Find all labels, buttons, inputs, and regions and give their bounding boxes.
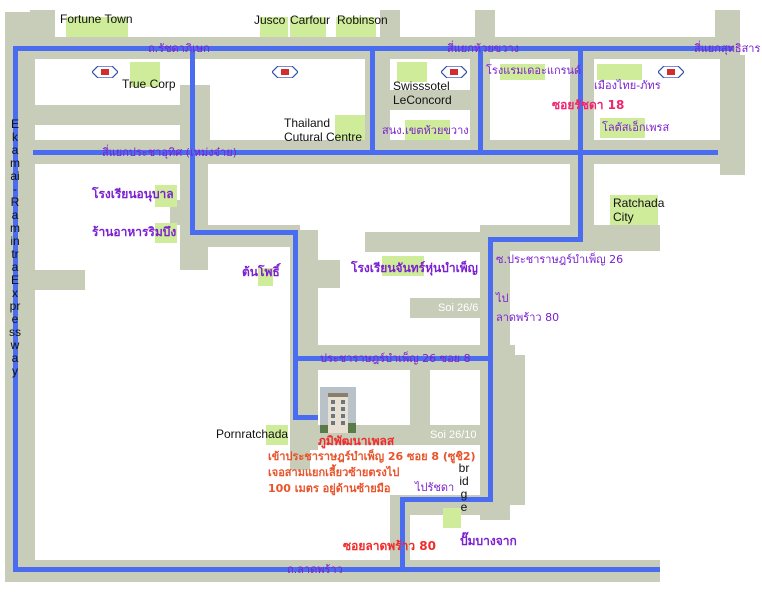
route-inner-down [293, 230, 298, 420]
route-inner-turn [190, 230, 295, 235]
label-chandra-school: โรงเรียนจันทร์หุ่นบำเพ็ญ [351, 261, 478, 275]
label-robinson: Robinson [337, 13, 388, 27]
label-ptt-station: ปั๊มบางจาก [460, 534, 517, 548]
landmark-box-grand [500, 64, 545, 80]
mrt-station-icon [658, 66, 684, 78]
label-lotus-express: โลตัสเอ็กเพรส [602, 121, 670, 134]
mrt-station-icon [272, 66, 298, 78]
label-swissotel: Swisssotel [393, 79, 450, 93]
label-lat-phrao-road: ถ.ลาดพร้าว [287, 563, 343, 576]
landmark-box-kindergarten [155, 185, 177, 207]
road-soi-26-10-right [290, 440, 310, 470]
landmark-box-district-office [405, 120, 450, 140]
label-soi-lat-phrao-80: ซอยลาดพร้าว 80 [343, 539, 436, 553]
label-true-corp: True Corp [122, 77, 176, 91]
route-top-center [370, 46, 375, 151]
route-bottom [13, 567, 660, 572]
road-soi-26-6-left [300, 260, 340, 288]
label-direction-line-1: เข้าประชาราษฎร์บำเพ็ญ 26 ซอย 8 (ซูชิ2) [268, 450, 476, 463]
landmark-box-robinson [336, 17, 376, 37]
label-city: City [613, 210, 634, 224]
road-soi-8-right [410, 370, 430, 425]
route-ratchada [578, 46, 583, 241]
label-ratchada: Ratchada [613, 196, 665, 210]
label-cultural-centre: Cutural Centre [284, 130, 363, 144]
label-rachadaphisek: ถ.รัชดาภิเษก [148, 42, 210, 55]
road-right-inner [720, 55, 745, 175]
label-jusco: Jusco [254, 13, 286, 27]
label-pracha-uthit: สี่แยกประชาอุทิศ (เหม่งจ๋าย) [102, 146, 237, 159]
label-grand-hotel: โรงแรมเดอะแกรนด์ [486, 64, 582, 77]
mrt-station-icon [92, 66, 118, 78]
landmark-box-ton-pho [258, 268, 273, 286]
label-mueang-thai-phatra: เมืองไทย-ภัทร [594, 79, 661, 92]
label-kindergarten: โรงเรียนอนุบาล [92, 187, 174, 201]
landmark-box-swissotel [397, 62, 427, 82]
route-bridge-lower [400, 497, 493, 502]
label-soi-26-6: Soi 26/6 [438, 302, 479, 314]
landmark-box-cultural [335, 115, 365, 140]
road-top-inner-5 [380, 90, 480, 110]
landmark-box-jusco [260, 17, 288, 37]
landmark-box-fortune-town [66, 17, 128, 37]
road-soi-26-branch [365, 232, 495, 252]
label-direction-line-2: เจอสามแยกเลี้ยวซ้ายตรงไป [268, 466, 400, 479]
label-pracharat-26-soi-8: ประชาราษฎร์บำเพ็ญ 26 ซอย 8 [320, 352, 471, 365]
label-to: ไป [496, 292, 509, 305]
label-district-office: สนง.เขตห้วยขวาง [382, 124, 469, 137]
route-top-left [190, 46, 195, 136]
road-top-inner-4 [25, 105, 190, 125]
phumipat-place-building-photo [320, 387, 356, 433]
label-pornratchada: Pornratchada [216, 427, 289, 441]
road-inner-horizontal [190, 225, 300, 247]
road-top-stub-3 [475, 10, 495, 42]
label-leconcord: LeConcord [393, 93, 452, 107]
route-ratchada-turn [488, 237, 583, 242]
landmark-box-true-corp [130, 62, 160, 87]
label-soi-26-10: Soi 26/10 [430, 429, 477, 441]
road-top-stub-1 [30, 10, 55, 42]
landmark-box-ptt [443, 508, 461, 528]
label-to-ratchada: ไปรัชดา [415, 481, 455, 494]
label-expressway: Ekamai-Ramintra Expressway [9, 117, 21, 378]
route-ratchada-lower [488, 237, 493, 502]
label-pracharat-soi-26: ซ.ประชาราษฎร์บำเพ็ญ 26 [496, 253, 624, 266]
route-inner-left [190, 135, 195, 235]
road-lower-right [505, 355, 525, 505]
road-soi-26-6 [410, 298, 490, 318]
landmark-box-ratchada-city [610, 195, 658, 225]
route-soi-80 [400, 497, 405, 572]
route-expressway [13, 46, 18, 572]
route-soi-8 [293, 356, 493, 361]
road-top-stub-2 [380, 10, 400, 42]
road-left-lower [25, 270, 85, 290]
mrt-station-icon [441, 66, 467, 78]
landmark-box-mueang-thai [597, 64, 642, 80]
label-restaurant: ร้านอาหารริมบึง [92, 225, 177, 239]
landmark-box-carfour [290, 17, 326, 37]
landmark-box-restaurant [155, 223, 177, 243]
landmark-box-chandra-school [382, 256, 424, 276]
label-fortune-town: Fortune Town [60, 12, 133, 26]
label-ton-pho: ต้นโพธิ์ [242, 265, 280, 279]
label-thailand: Thailand [284, 116, 331, 130]
route-pracha-uthit [33, 150, 718, 155]
label-bridge: bridge [458, 461, 470, 514]
landmark-box-lotus [600, 118, 645, 138]
label-carfour: Carfour [290, 13, 331, 27]
label-lat-phrao-80: ลาดพร้าว 80 [496, 311, 560, 324]
label-sutthisan-intersection: สี่แยกสุทธิสาร [694, 42, 761, 55]
label-phumipat-place: ภูมิพัฒนาเพลส [318, 434, 395, 448]
label-direction-line-3: 100 เมตร อยู่ด้านซ้ายมือ [268, 482, 391, 495]
route-top-right [478, 46, 483, 151]
label-ratchada-soi-18: ซอยรัชดา 18 [552, 98, 625, 112]
label-huai-khwang-intersection: สี่แยกห้วยขวาง [447, 42, 520, 55]
landmark-box-pornratchada [266, 425, 288, 445]
route-dest-hook [293, 415, 318, 420]
